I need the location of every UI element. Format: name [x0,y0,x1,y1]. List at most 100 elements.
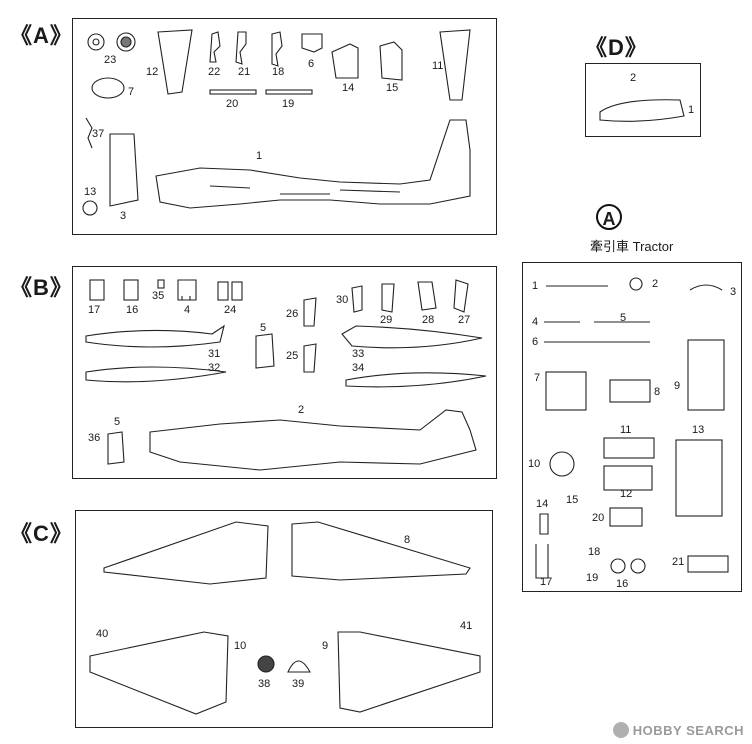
part-number: 37 [92,128,105,140]
part-number: 1 [256,150,263,162]
part-number: 1 [532,280,539,292]
part-b5-seat-b [107,431,125,465]
part-number: 17 [88,304,101,316]
part-number: 34 [352,362,365,374]
part-number: 5 [620,312,627,324]
part-a20-rod [209,89,257,95]
part-b24 [217,281,229,301]
part-number: 10 [528,458,541,470]
part-number: 4 [532,316,539,328]
part-b31-tank [85,324,225,348]
sprue-c-frame [75,510,493,728]
tractor-part-11 [603,437,655,459]
part-number: 23 [104,54,117,66]
part-number: 11 [432,60,444,72]
part-number: 6 [308,58,315,70]
tractor-part-7 [545,371,587,411]
part-b25 [303,343,317,373]
part-number: 16 [126,304,139,316]
tractor-frame [522,262,742,592]
part-number: 8 [404,534,411,546]
tractor-part-17 [535,544,549,579]
part-number: 22 [208,66,221,78]
part-d1-canopy [599,99,685,122]
part-number: 15 [386,82,399,94]
part-number: 21 [672,556,685,568]
part-number: 5 [260,322,267,334]
part-number: 2 [298,404,305,416]
tractor-part-12 [603,465,653,491]
part-number: 13 [692,424,705,436]
sprue-c-label: 《C》 [10,521,73,546]
part-b26 [303,297,317,327]
part-number: 36 [88,432,101,444]
part-number: 32 [208,362,221,374]
part-number: 10 [234,640,247,652]
part-b29 [381,283,395,313]
part-number: 9 [674,380,681,392]
part-number: 18 [588,546,601,558]
part-number: 15 [566,494,579,506]
part-a3-seat [109,133,139,207]
part-b30 [351,285,363,313]
part-a6-part [301,33,323,53]
part-a11-gear-door [439,29,471,101]
part-number: 39 [292,678,305,690]
part-b27 [453,279,469,313]
part-c10-wing-left [89,631,229,715]
part-number: 41 [460,620,473,632]
part-number: 12 [620,488,633,500]
part-a22-strut [209,31,221,63]
part-number: 3 [120,210,127,222]
part-c9-wing-right [337,631,481,713]
part-number: 9 [322,640,329,652]
tractor-part-13 [675,439,723,517]
part-number: 14 [536,498,549,510]
part-number: 35 [152,290,165,302]
part-a1-fuselage [155,119,471,209]
sprue-a-label: 《A》 [10,23,73,48]
tractor-part-20 [609,507,643,527]
watermark: HOBBY SEARCH [612,722,744,738]
part-number: 40 [96,628,109,640]
part-b5-seat [255,333,275,369]
part-a13-disc [82,200,98,216]
part-number: 20 [592,512,605,524]
sprue-a-frame [72,18,497,235]
part-b28 [417,281,437,311]
part-number: 7 [534,372,541,384]
part-c39-canopy [287,660,311,673]
tractor-part-21 [687,555,729,573]
part-a23-wheel-b [116,32,136,52]
sprue-d-label: 《D》 [585,35,648,60]
part-a23-wheel [87,33,105,51]
tractor-part-16 [610,558,626,574]
part-number: 16 [616,578,629,590]
part-number: 7 [128,86,135,98]
part-number: 19 [282,98,295,110]
tractor-part-9 [687,339,725,411]
part-number: 25 [286,350,299,362]
part-a7-canopy [91,77,125,99]
part-number: 20 [226,98,239,110]
part-number: 8 [654,386,661,398]
tractor-badge: A [596,204,622,230]
part-c8-wing-right [291,521,471,581]
part-number: 26 [286,308,299,320]
part-number: 24 [224,304,237,316]
part-b17 [89,279,105,301]
part-number: 6 [532,336,539,348]
part-b16 [123,279,139,301]
part-a18-strut [271,31,283,67]
part-number: 2 [630,72,637,84]
part-b33-tank [341,325,483,349]
part-c8-wing-left [103,521,269,585]
part-a15-panel [379,41,403,81]
part-number: 18 [272,66,285,78]
tractor-part-3 [689,284,723,291]
part-number: 19 [586,572,599,584]
part-number: 30 [336,294,349,306]
tractor-title: 牽引車 Tractor [590,239,674,254]
part-number: 28 [422,314,435,326]
